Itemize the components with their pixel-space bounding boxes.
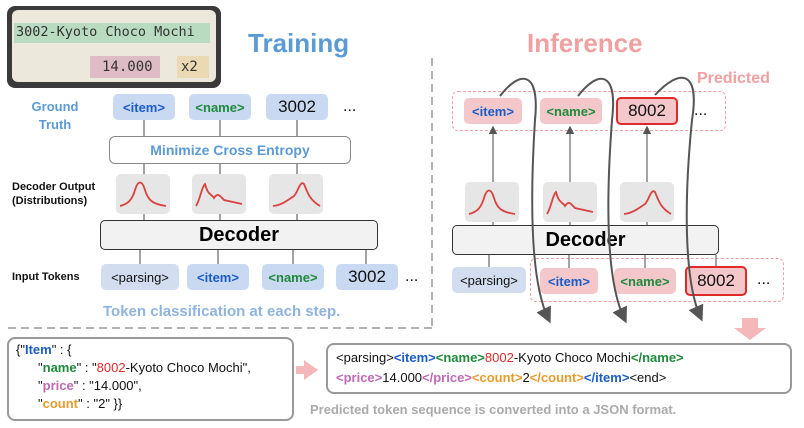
sequence-caption: Predicted token sequence is converted in…: [310, 402, 677, 417]
train-dist-1: [116, 174, 170, 214]
pred-token-value: 8002: [616, 97, 678, 125]
train-input-ellipsis: ...: [405, 268, 419, 285]
predicted-group: [452, 91, 726, 131]
seq-parsing: <parsing>: [336, 350, 394, 365]
train-input-value: 3002: [336, 264, 398, 290]
gt-token-ellipsis: ...: [343, 98, 357, 115]
json-box: [7, 337, 294, 421]
receipt-count-box: [177, 56, 209, 78]
loss-label: Minimize Cross Entropy: [150, 142, 310, 158]
input-tokens-label: Input Tokens: [12, 271, 80, 283]
json-count-key: count: [42, 396, 79, 411]
inf-input-name: <name>: [614, 268, 676, 294]
seq-name-value-red: 8002: [484, 350, 514, 365]
json-name-value-red: 8002: [96, 360, 126, 375]
seq-item-close: </item>: [583, 370, 630, 385]
train-input-item: <item>: [187, 264, 249, 290]
sequence-box: [326, 343, 792, 394]
seq-name-close: </name>: [630, 350, 684, 365]
seq-price-close: </price>: [422, 370, 472, 385]
receipt-line1: [14, 23, 210, 43]
json-item-key: Item: [24, 342, 52, 357]
inf-input-ellipsis: ...: [757, 271, 771, 288]
gt-token-name: <name>: [189, 94, 251, 120]
training-caption: Token classification at each step.: [103, 303, 341, 320]
json-line4: "count" : "2" }}: [38, 396, 123, 411]
json-count-value: : "2" }}: [82, 396, 123, 411]
seq-end: <end>: [629, 370, 667, 385]
train-decoder: Decoder: [100, 220, 378, 250]
seq-item-open: <item>: [393, 350, 436, 365]
seq-count-close: </count>: [529, 370, 584, 385]
seq-price-value: 14.000: [382, 370, 423, 385]
pred-token-item: <item>: [464, 98, 522, 124]
gt-token-value: 3002: [266, 94, 328, 120]
json-line1: {"Item" : {: [16, 342, 72, 357]
json-line3: "price" : "14.000",: [38, 378, 142, 393]
inf-decoder: Decoder: [452, 225, 719, 255]
predicted-label: Predicted: [697, 70, 770, 87]
json-line2: "name" : "8002-Kyoto Choco Mochi",: [38, 360, 251, 375]
receipt-price-text: 14.000: [102, 59, 153, 75]
pred-token-ellipsis: ...: [694, 102, 708, 119]
train-input-parsing: <parsing>: [101, 264, 179, 290]
ground-truth-label: Ground Truth: [31, 99, 79, 132]
train-input-name: <name>: [262, 264, 324, 290]
inf-input-group: [530, 258, 784, 302]
json-name-key: name: [42, 360, 77, 375]
training-title: Training: [248, 28, 350, 58]
inf-input-value: 8002: [685, 266, 747, 296]
seq-count-value: 2: [522, 370, 530, 385]
loss-box: Minimize Cross Entropy: [109, 136, 351, 164]
receipt-price-box: [90, 56, 160, 78]
decoder-output-label: Decoder Output (Distributions): [12, 181, 96, 207]
json-price-value: : "14.000",: [78, 378, 142, 393]
seq-count-open: <count>: [471, 370, 523, 385]
json-price-key: price: [42, 378, 74, 393]
receipt-count-text: x2: [181, 59, 198, 75]
sequence-line1: <parsing><item><name>8002-Kyoto Choco Mo…: [336, 350, 684, 365]
inference-title: Inference: [527, 28, 643, 58]
receipt-line1-text: 3002-Kyoto Choco Mochi: [16, 24, 195, 40]
inf-input-parsing: <parsing>: [452, 267, 526, 293]
inf-dist-1: [465, 182, 519, 222]
seq-name-open: <name>: [435, 350, 485, 365]
json-name-value-rest: -Kyoto Choco Mochi",: [125, 360, 251, 375]
inf-input-item: <item>: [540, 268, 598, 294]
seq-price-open: <price>: [336, 370, 383, 385]
pred-token-name: <name>: [540, 98, 602, 124]
gt-token-item: <item>: [113, 94, 175, 120]
sequence-line2: <price>14.000</price><count>2</count></i…: [336, 370, 666, 385]
seq-name-value-rest: -Kyoto Choco Mochi: [513, 350, 631, 365]
